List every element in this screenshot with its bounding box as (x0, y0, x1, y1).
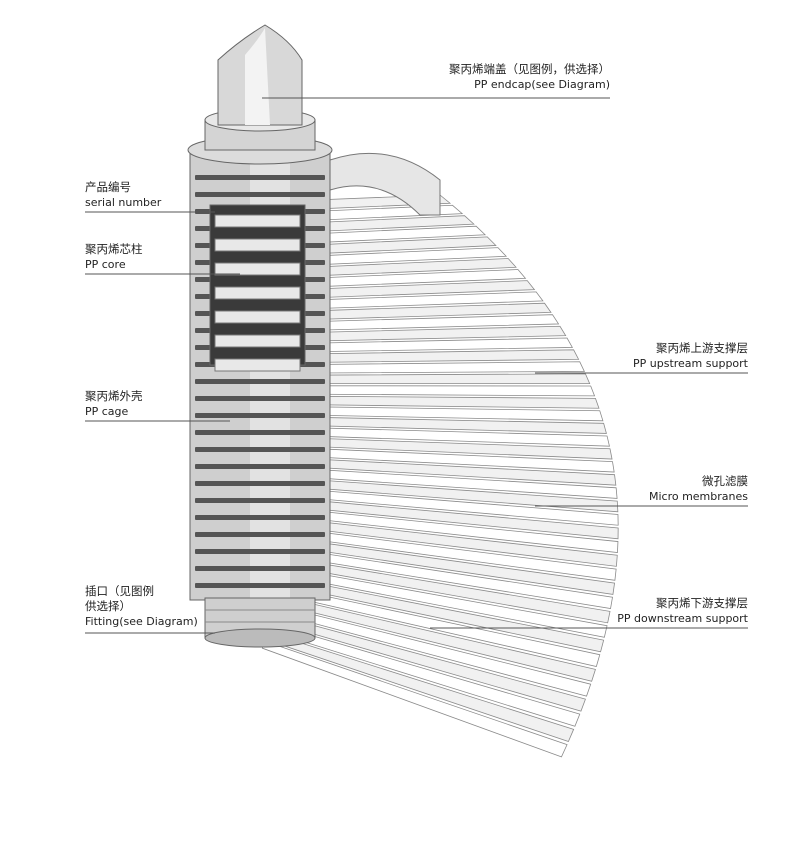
cage-slot (195, 549, 325, 554)
label-en: PP endcap(see Diagram) (474, 78, 610, 91)
cage-slot (195, 532, 325, 537)
cage-slot (195, 192, 325, 197)
label-upstream: 聚丙烯上游支撑层 PP upstream support (548, 341, 748, 371)
label-cn: 产品编号 (85, 180, 131, 194)
cartridge-body (187, 24, 333, 648)
label-en: Micro membranes (648, 490, 748, 503)
label-cn: 聚丙烯下游支撑层 (656, 596, 748, 610)
core-ring (214, 334, 301, 348)
label-cn: 聚丙烯上游支撑层 (656, 341, 748, 355)
support-sleeve (329, 152, 441, 216)
core-ring (214, 286, 301, 300)
core-ring (214, 358, 301, 372)
label-core: 聚丙烯芯柱 PP core (85, 242, 143, 272)
cage-slot (195, 583, 325, 588)
label-serial: 产品编号 serial number (85, 180, 161, 210)
pleat (300, 361, 585, 374)
core-ring (214, 310, 301, 324)
cage-slot (195, 175, 325, 180)
pleated-membrane-fan (261, 194, 619, 758)
label-cage: 聚丙烯外壳 PP cage (85, 389, 143, 419)
pleat (298, 385, 596, 397)
label-cn: 供选择） (85, 599, 131, 613)
pleat (301, 349, 580, 363)
label-cn: 聚丙烯外壳 (85, 389, 143, 403)
core-ring (214, 238, 301, 252)
cage-slot (195, 413, 325, 418)
pleat (297, 395, 600, 409)
label-cn: 聚丙烯芯柱 (85, 242, 143, 256)
label-cn: 微孔滤膜 (702, 474, 748, 488)
label-en: Fitting(see Diagram) (85, 615, 198, 628)
pleat (299, 373, 591, 385)
cage-slot (195, 481, 325, 486)
cage-slot (195, 447, 325, 452)
label-cn: 聚丙烯端盖（见图例，供选择） (449, 62, 610, 76)
cage-slot (195, 464, 325, 469)
pp-core (214, 214, 301, 372)
cage-slot (195, 515, 325, 520)
cage-slot (195, 498, 325, 503)
cage-slot (195, 379, 325, 384)
core-ring (214, 214, 301, 228)
label-membrane: 微孔滤膜 Micro membranes (548, 474, 748, 504)
label-fitting: 插口（见图例 供选择） Fitting(see Diagram) (85, 584, 198, 629)
cage-slot (195, 566, 325, 571)
label-en: PP cage (85, 405, 129, 418)
cage-slot (195, 430, 325, 435)
cage-slot (195, 396, 325, 401)
label-en: PP downstream support (617, 612, 748, 625)
label-downstream: 聚丙烯下游支撑层 PP downstream support (548, 596, 748, 626)
label-en: PP core (85, 258, 126, 271)
leader-lines (85, 97, 748, 634)
core-ring (214, 262, 301, 276)
label-endcap: 聚丙烯端盖（见图例，供选择） PP endcap(see Diagram) (390, 62, 610, 92)
label-en: serial number (85, 196, 162, 209)
label-en: PP upstream support (633, 357, 748, 370)
label-cn: 插口（见图例 (85, 584, 154, 598)
